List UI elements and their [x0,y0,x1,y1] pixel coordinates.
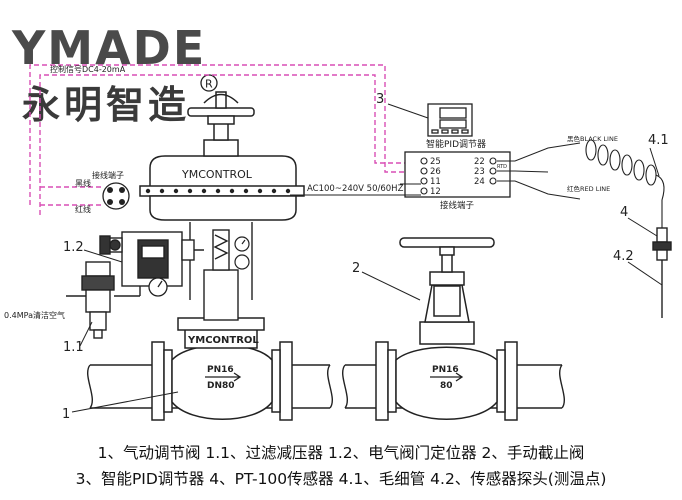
red-wire-label: 红线 [75,204,91,214]
rtd-label: RTD [497,164,507,170]
terminal-26: 26 [430,167,441,177]
terminal-block-left [102,182,130,210]
control-valve-yoke [189,222,253,321]
terminal-11: 11 [430,177,441,187]
callout-3: 3 [376,92,384,107]
actuator-bolts [145,188,291,194]
black-wire-label: 黑线 [75,178,91,188]
red-line-label: 红色RED LINE [567,184,610,193]
callout-2: 2 [352,261,360,276]
yoke-gauges [234,236,250,270]
callout-4-1: 4.1 [648,133,669,148]
callout-1: 1 [62,407,70,422]
pipe-break-mid-a [327,364,333,409]
pipe-break-left [87,364,93,409]
pipe-break-mid-b [342,364,348,409]
pid-terminals-left [420,157,428,195]
pid-controller-title: 智能PID调节器 [426,138,486,150]
valve1-dn-label: DN80 [207,381,235,391]
actuator-brand-label: YMCONTROL [181,168,253,181]
sensor-leads [497,142,581,200]
brand-logo: YMADE [11,21,206,75]
callout-1-2: 1.2 [63,240,84,255]
callout-4-2: 4.2 [613,249,634,264]
pid-terminals-right [489,157,497,185]
terminal-12: 12 [430,187,441,197]
pipe-break-right [559,364,565,409]
callout-leaders [71,103,663,413]
valve2-flow-arrow [430,372,464,382]
pid-controller-face [427,103,473,137]
terminal-23: 23 [474,167,485,177]
valve1-pn-label: PN16 [207,365,234,375]
capillary-coil [585,139,665,228]
registered-mark: R [205,78,213,91]
terminal-22: 22 [474,157,485,167]
caption-line-1: 1、气动调节阀 1.1、过滤减压器 1.2、电气阀门定位器 2、手动截止阀 [97,444,585,462]
pt100-sensor [652,227,672,318]
valve-positioner [99,231,204,287]
control-valve-body [151,317,293,421]
air-supply-label: 0.4MPa清洁空气 [4,310,65,320]
actuator-handwheel [187,91,255,125]
signal-wires [29,64,430,215]
callout-1-1: 1.1 [63,340,84,355]
brand-chinese-name: 永明智造 [22,82,190,127]
terminal-block-label: 接线端子 [92,170,124,180]
filter-regulator [66,261,141,339]
black-line-label: 黑色BLACK LINE [567,134,618,143]
pid-terminal-title: 接线端子 [440,200,475,211]
diaphragm-actuator [139,121,305,221]
terminal-24: 24 [474,177,485,187]
terminal-25: 25 [430,157,441,167]
control-signal-label: 控制信号DC4-20mA [50,64,126,74]
signal-wire-outer [39,74,430,215]
valve2-pn-label: PN16 [432,365,459,375]
callout-4: 4 [620,205,628,220]
signal-wire-inner [29,64,430,205]
valve2-dn-label: 80 [440,381,453,391]
caption-line-2: 3、智能PID调节器 4、PT-100传感器 4.1、毛细管 4.2、传感器探头… [75,470,607,488]
power-supply-label: AC100~240V 50/60HZ [307,184,404,194]
globe-valve-handwheel [399,237,495,256]
valve1-flow-arrow [205,372,242,382]
positioner-gauge [148,277,168,297]
globe-valve-body [375,251,518,421]
body-brand-label: YMCONTROL [187,335,259,346]
